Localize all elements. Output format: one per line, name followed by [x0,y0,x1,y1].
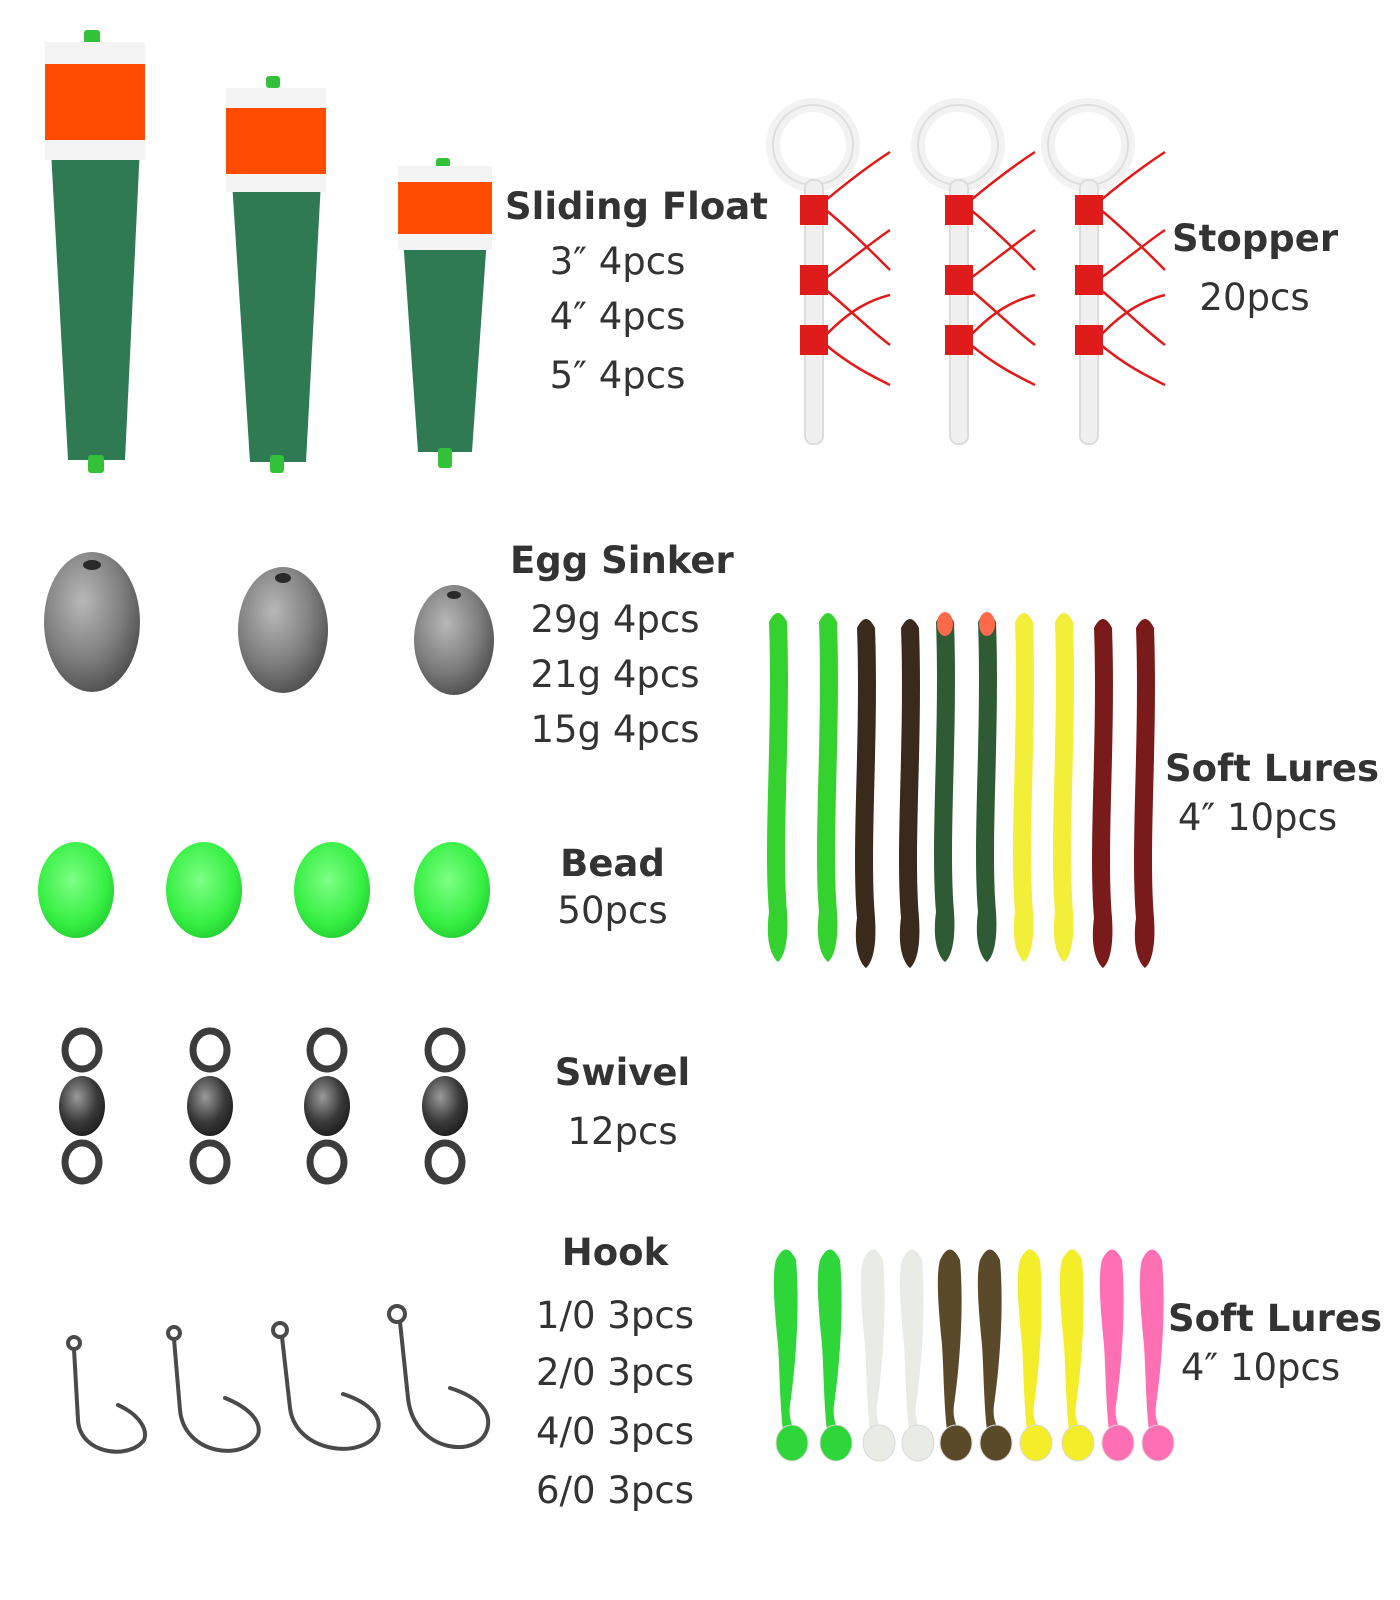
worm-lure [1134,619,1155,968]
bead-count: 50pcs [557,889,668,932]
egg-sinker-large [44,552,140,692]
worm-lure [817,613,838,962]
sliding-float-line-1: 3″ 4pcs [549,240,686,283]
swivel-count: 12pcs [567,1110,678,1153]
soft-lures-shad-label: Soft Lures 4″ 10pcs [1168,1297,1383,1389]
egg-sinker-medium [238,567,328,693]
stopper-label: Stopper 20pcs [1172,217,1339,319]
egg-sinker-label: Egg Sinker 29g 4pcs 21g 4pcs 15g 4pcs [510,539,734,751]
shad-lure-body [1059,1249,1084,1437]
worm-lure [767,613,788,962]
stopper-item [766,98,891,445]
stopper-count: 20pcs [1199,276,1310,319]
soft-lures-shad-title: Soft Lures [1168,1297,1383,1340]
shad-lure-body [977,1249,1002,1437]
shad-lure-body [860,1249,885,1437]
shad-lure-tail [1019,1424,1053,1462]
hook-6-0 [387,1304,491,1449]
swivel-item [304,1031,350,1181]
worm-lure [1053,613,1074,962]
worm-lure [1013,613,1034,962]
shad-lure-tail [979,1424,1013,1462]
worm-lure [855,619,876,968]
soft-lures-worm-count: 4″ 10pcs [1177,796,1338,839]
shad-lure-body [817,1249,842,1437]
shad-lure-body [1099,1249,1124,1437]
swivel-label: Swivel 12pcs [550,1054,695,1150]
soft-lures-shad-group [773,1249,1175,1462]
shad-lure-tail [1141,1424,1175,1462]
egg-sinker-line-2: 21g 4pcs [530,653,700,696]
egg-sinker-small [414,585,494,695]
stopper-item [1048,105,1165,444]
stopper-title: Stopper [1172,217,1339,260]
sliding-float-line-3: 5″ 4pcs [549,354,686,397]
bead-label: Bead 50pcs [540,845,685,929]
worm-lure-tip [937,612,953,636]
shad-lure-body [937,1249,962,1437]
shad-lure-body [1139,1249,1164,1437]
egg-sinker-line-1: 29g 4pcs [530,598,700,641]
sliding-float-line-2: 4″ 4pcs [549,295,686,338]
bead-item [294,842,370,938]
shad-lure-body [1017,1249,1042,1437]
swivel-item [187,1031,233,1181]
sliding-float-label: Sliding Float 3″ 4pcs 4″ 4pcs 5″ 4pcs [505,185,768,397]
worm-lure [1092,619,1113,968]
soft-lures-worm-title: Soft Lures [1165,747,1380,790]
soft-lures-shad-count: 4″ 10pcs [1180,1346,1341,1389]
egg-sinker-title: Egg Sinker [510,539,734,582]
egg-sinker-line-3: 15g 4pcs [530,708,700,751]
shad-lure-tail [901,1424,935,1462]
hook-line-3: 4/0 3pcs [536,1410,694,1453]
worm-lure [899,619,920,968]
sliding-float-small [398,158,492,468]
bead-item [38,842,114,938]
shad-lure-tail [1101,1424,1135,1462]
sliding-float-medium [226,76,326,473]
shad-lure-tail [819,1424,853,1462]
bead-item [414,842,490,938]
hook-1-0 [66,1335,147,1454]
shad-lure-tail [775,1424,809,1462]
soft-lures-worm-group [767,612,1155,968]
hook-title: Hook [561,1231,669,1274]
stopper-item [918,105,1035,444]
worm-lure [934,613,955,962]
worm-lure-tip [979,612,995,636]
soft-lures-worm-label: Soft Lures 4″ 10pcs [1165,747,1380,839]
bead-item [166,842,242,938]
swivel-item [422,1031,468,1181]
bead-title: Bead [560,842,665,885]
shad-lure-tail [862,1424,896,1462]
shad-lure-body [899,1249,924,1437]
sliding-float-large [45,30,145,473]
hook-line-2: 2/0 3pcs [536,1351,694,1394]
hook-4-0 [271,1321,381,1451]
hook-line-1: 1/0 3pcs [536,1294,694,1337]
shad-lure-tail [1061,1424,1095,1462]
sliding-float-title: Sliding Float [505,185,768,228]
hook-2-0 [166,1325,261,1453]
worm-lure [976,613,997,962]
shad-lure-tail [939,1424,973,1462]
hook-label: Hook 1/0 3pcs 2/0 3pcs 4/0 3pcs 6/0 3pcs [520,1234,710,1509]
shad-lure-body [773,1249,798,1437]
swivel-title: Swivel [554,1051,691,1094]
swivel-item [59,1027,105,1185]
hook-line-4: 6/0 3pcs [536,1469,694,1512]
